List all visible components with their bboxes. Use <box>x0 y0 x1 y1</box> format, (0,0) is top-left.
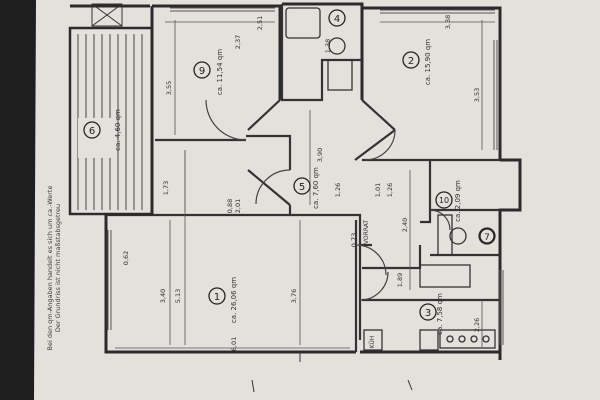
header-stamp <box>91 3 123 27</box>
room-marker-1: 1 <box>208 287 226 305</box>
dim-label: 5,13 <box>174 289 182 303</box>
room-area-6: ca. 4,60 qm <box>114 109 122 151</box>
dim-label: 3,53 <box>473 88 481 102</box>
dim-label: 1,89 <box>396 273 404 287</box>
dim-label: 6,01 <box>230 337 238 351</box>
room-area-9: ca. 11,54 qm <box>216 49 224 95</box>
room-marker-3: 3 <box>419 303 437 321</box>
dim-label: 1,26 <box>334 183 342 197</box>
dimension-labels: 3,40 5,13 3,76 6,01 3,55 3,90 3,53 1,26 … <box>122 15 481 351</box>
dim-label: 2,51 <box>256 16 264 30</box>
dim-label: 3,55 <box>165 81 173 95</box>
dim-label: 0,62 <box>122 251 130 265</box>
room-marker-5: 5 <box>293 177 311 195</box>
dim-label: 3,38 <box>444 15 452 29</box>
room-area-3: ca. 7,58 qm <box>436 293 444 335</box>
entrance-marker <box>251 352 413 393</box>
room-number: 10 <box>439 196 449 205</box>
label-vorrat: VORRAT <box>363 220 370 244</box>
room-marker-7: 7 <box>479 228 495 244</box>
room-number: 5 <box>299 182 305 193</box>
dim-label: 2,26 <box>473 318 481 332</box>
room-marker-2: 2 <box>402 51 420 69</box>
kitchen-counter <box>419 264 471 288</box>
room-number: 3 <box>425 308 431 319</box>
dim-label: 2,37 <box>234 35 242 49</box>
bathtub <box>285 7 321 39</box>
room-number: 4 <box>334 14 340 25</box>
dim-label: 3,40 <box>159 289 167 303</box>
stove <box>327 59 353 91</box>
label-kueh: KÜH <box>369 336 376 349</box>
room-area-1: ca. 26,06 qm <box>230 277 238 323</box>
windows <box>107 7 504 345</box>
dim-label: 0,73 <box>350 233 358 247</box>
note-line-1: Bei den qm-Angaben handelt es sich um ca… <box>46 186 54 351</box>
dim-label: 1,01 <box>374 183 382 197</box>
note-line-2: Der Grundriss ist nicht maßstabsgetreu <box>54 204 62 332</box>
dim-label: 1,73 <box>162 181 170 195</box>
room-marker-10: 10 <box>435 191 453 209</box>
room-number: 6 <box>89 126 95 137</box>
room-area-10: ca. 2,09 qm <box>454 180 462 222</box>
dim-label: 0,88 <box>226 199 234 213</box>
room-number: 7 <box>484 233 490 243</box>
dim-label: 3,76 <box>290 289 298 303</box>
washbasin <box>328 37 346 55</box>
room-marker-6: 6 <box>83 121 101 139</box>
room-number: 9 <box>199 66 205 77</box>
room-number: 2 <box>408 56 414 67</box>
dim-label: 1,38 <box>324 39 332 53</box>
door-swings <box>205 99 451 301</box>
dim-label: 1,26 <box>386 183 394 197</box>
dim-label: 2,40 <box>401 218 409 232</box>
room-labels: 1 2 3 4 5 6 7 9 <box>83 9 495 321</box>
room-marker-4: 4 <box>328 9 346 27</box>
fixtures <box>285 7 496 351</box>
room-areas: ca. 26,06 qm ca. 15,90 qm ca. 7,58 qm ca… <box>114 39 462 335</box>
room-area-2: ca. 15,90 qm <box>424 39 432 85</box>
dimension-lines <box>115 20 495 349</box>
room-marker-9: 9 <box>193 61 211 79</box>
dim-label: 2,01 <box>234 199 242 213</box>
room-area-5: ca. 7,60 qm <box>312 167 320 209</box>
room-number: 1 <box>214 292 220 303</box>
dim-label: 3,90 <box>316 148 324 162</box>
